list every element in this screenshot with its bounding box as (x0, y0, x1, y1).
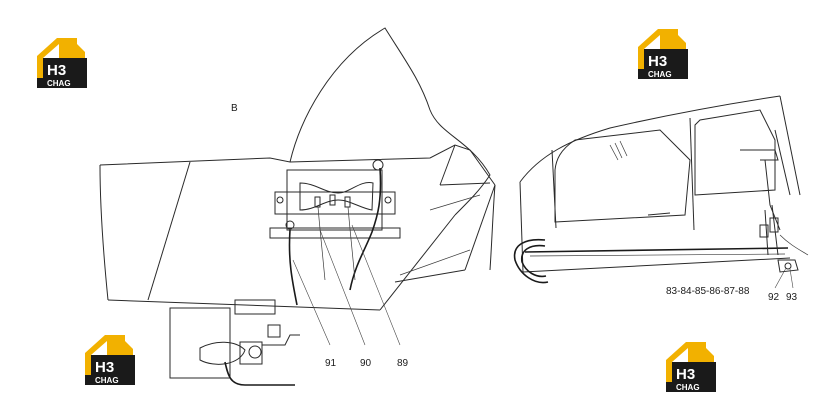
brand-logo-top-left: H3 CHAG (37, 38, 87, 88)
right-view-drawing (513, 95, 809, 289)
callout-91: 91 (325, 358, 337, 369)
callout-92: 92 (768, 292, 780, 303)
brand-logo-bottom-right: H3 CHAG (666, 342, 716, 392)
logo-sub-text: CHAG (648, 70, 672, 79)
callout-90: 90 (360, 358, 372, 369)
callout-89: 89 (397, 358, 409, 369)
view-label: B (231, 103, 238, 114)
left-view-drawing (99, 27, 496, 386)
brand-logo-top-right: H3 CHAG (638, 29, 688, 79)
logo-brand-text: H3 (648, 53, 667, 70)
logo-brand-text: H3 (47, 62, 66, 79)
logo-sub-text: CHAG (676, 383, 700, 392)
logo-sub-text: CHAG (47, 79, 71, 88)
logo-brand-text: H3 (676, 366, 695, 383)
logo-brand-text: H3 (95, 359, 114, 376)
brand-logo-bottom-left: H3 CHAG (85, 335, 135, 385)
logo-sub-text: CHAG (95, 376, 119, 385)
callout-83-88: 83-84-85-86-87-88 (666, 286, 750, 297)
callout-93: 93 (786, 292, 798, 303)
